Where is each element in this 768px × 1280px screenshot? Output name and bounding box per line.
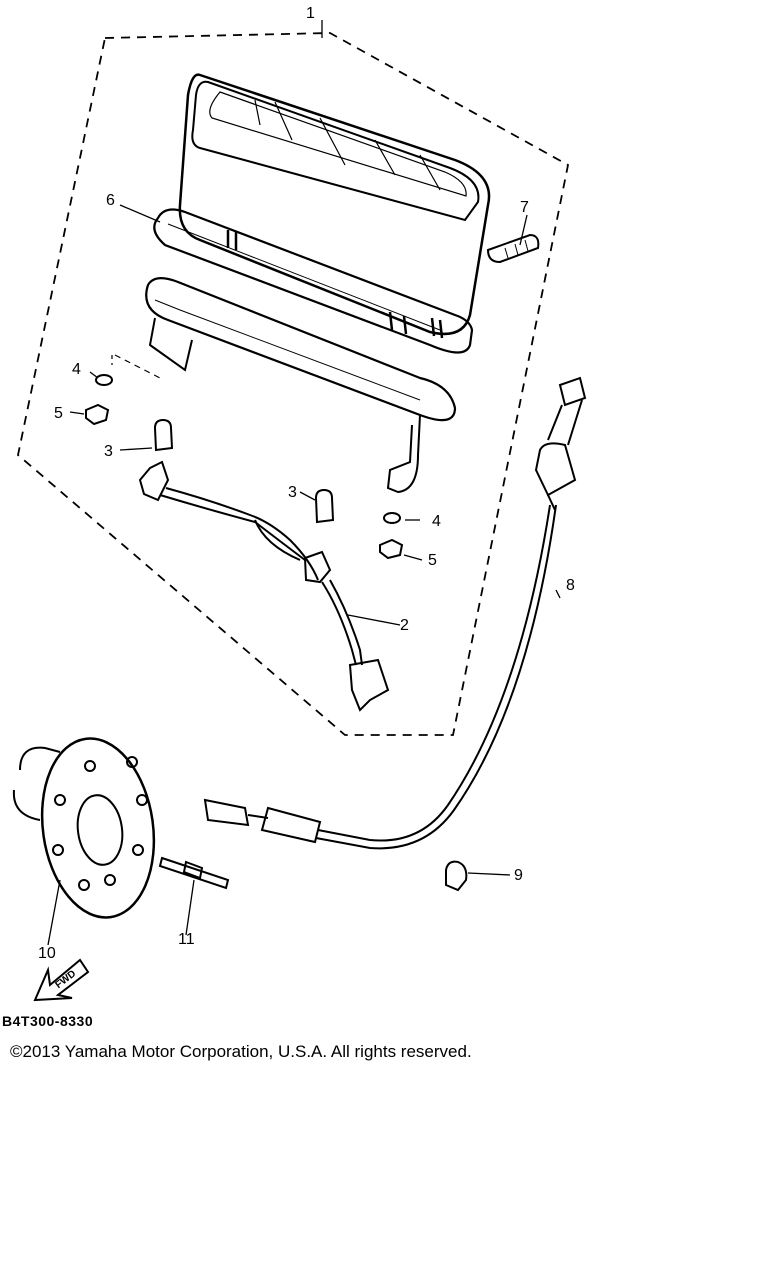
- callout-6: 6: [106, 192, 115, 209]
- callout-3a: 3: [104, 443, 113, 460]
- bulb-right: [314, 488, 335, 524]
- speedometer-gear-unit: [12, 737, 156, 919]
- callout-5b: 5: [428, 552, 437, 569]
- callout-10: 10: [38, 945, 56, 962]
- fwd-arrow: [33, 958, 90, 1002]
- cable-clamp: [445, 860, 468, 892]
- callout-9: 9: [514, 867, 523, 884]
- callout-3b: 3: [288, 484, 297, 501]
- meter-bracket: [111, 277, 457, 494]
- bulb-left: [153, 418, 174, 452]
- callout-2: 2: [400, 617, 409, 634]
- nut-left: [85, 403, 110, 426]
- speedometer-cable: [203, 376, 587, 850]
- callout-7: 7: [520, 199, 529, 216]
- washer-left: [95, 374, 113, 386]
- parts-diagram: 1 2 3 3 4 4 5 5 6 7 8 9 10 11 FWD: [12, 5, 587, 1002]
- callout-11: 11: [178, 931, 195, 948]
- callout-1: 1: [306, 5, 315, 22]
- diagram-code: B4T300-8330: [2, 1013, 94, 1029]
- gasket: [153, 208, 474, 354]
- assembly-boundary: [17, 32, 570, 736]
- wire-harness: [138, 460, 390, 712]
- callout-5a: 5: [54, 405, 63, 422]
- meter-assembly: [178, 73, 540, 339]
- callout-4b: 4: [432, 513, 441, 530]
- callout-4a: 4: [72, 361, 81, 378]
- washer-right: [383, 512, 401, 524]
- nut-right: [379, 538, 404, 560]
- copyright-notice: ©2013 Yamaha Motor Corporation, U.S.A. A…: [10, 1042, 472, 1061]
- drive-shaft: [158, 856, 230, 890]
- callout-8: 8: [566, 577, 575, 594]
